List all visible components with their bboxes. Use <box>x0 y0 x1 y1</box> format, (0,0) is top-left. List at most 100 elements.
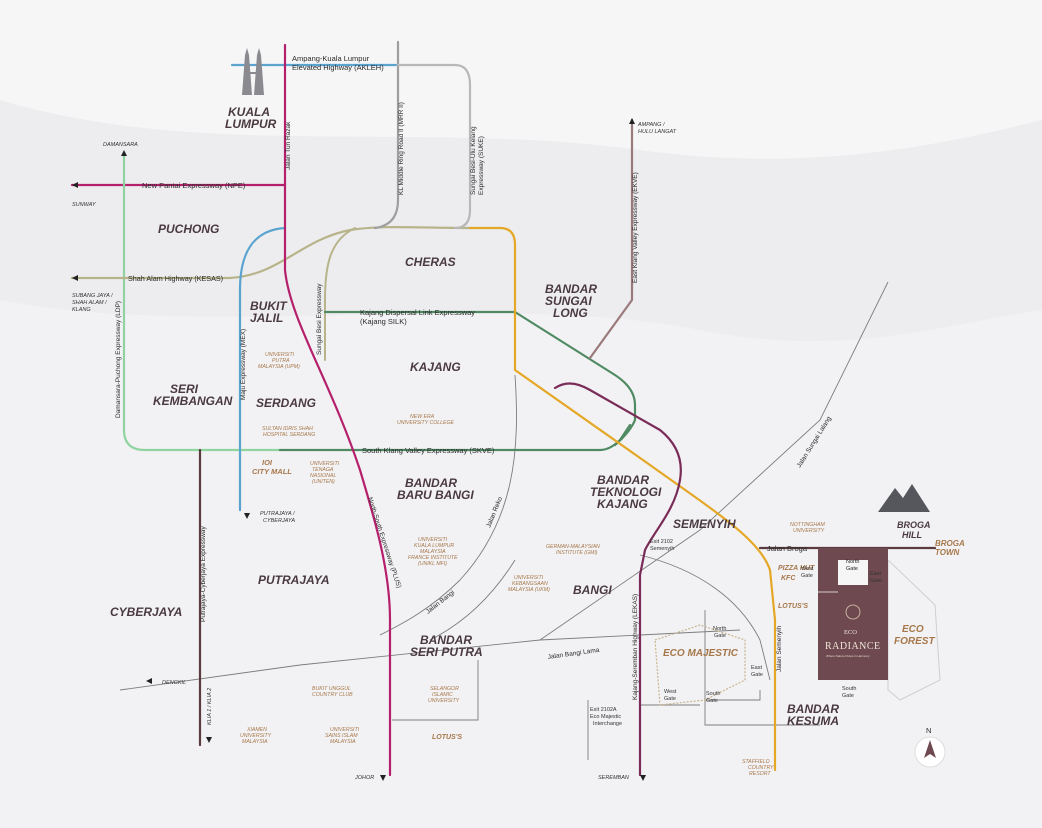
silk-line <box>323 310 637 447</box>
dir-subang-l2: SHAH ALAM / <box>72 300 107 306</box>
eco-majestic-boundary <box>654 624 746 706</box>
label-ldp: Damansara-Puchong Expressway (LDP) <box>115 301 122 418</box>
er-west-gate-l2: Gate <box>801 573 813 579</box>
poi-new-era-l2: UNIVERSITY COLLEGE <box>397 420 455 426</box>
er-east-gate-l1: East <box>870 571 881 577</box>
mex-line <box>238 226 287 512</box>
em-west-gate-l1: West <box>664 689 677 695</box>
poi-selangor-islamic-l3: UNIVERSITY <box>428 698 460 704</box>
area-bandar-teknologi-kajang-l2: TEKNOLOGI <box>590 485 662 499</box>
em-north-gate-l2: Gate <box>714 633 726 639</box>
poi-uniten-l3: NASIONAL <box>310 473 336 479</box>
em-south-gate-l1: South <box>706 691 720 697</box>
plus-line <box>283 43 392 777</box>
staffield-road <box>705 690 761 701</box>
dir-ampang-l1: AMPANG / <box>637 122 665 128</box>
exit-2102-l2: Semenyih <box>650 546 674 552</box>
poi-unikl-l1: UNIVERSITI <box>418 537 448 543</box>
poi-ukm-l2: KEBANGSAAN <box>512 581 548 587</box>
area-eco-majestic: ECO MAJESTIC <box>663 648 739 659</box>
ldp-line <box>122 153 282 452</box>
label-skve: South Klang Valley Expressway (SKVE) <box>362 446 495 455</box>
dir-putrajaya-l1: PUTRAJAYA / <box>260 511 295 517</box>
poi-unikl-l2: KUALA LUMPUR <box>414 543 454 549</box>
eco-radiance-block[interactable] <box>818 548 888 680</box>
eco-radiance-tagline: Where Nature Flows in Harmony <box>826 654 870 658</box>
area-kuala-lumpur-l2: LUMPUR <box>225 117 277 131</box>
dir-johor: JOHOR <box>354 775 374 781</box>
mountains-icon <box>878 484 930 512</box>
exit-2102a-l1: Exit 2102A <box>590 707 617 713</box>
er-south-gate-l2: Gate <box>842 693 854 699</box>
area-putrajaya: PUTRAJAYA <box>258 573 330 587</box>
exit-2102-l1: Exit 2102 <box>650 539 673 545</box>
area-bandar-sungai-long-l3: LONG <box>553 306 588 320</box>
label-kesas: Shah Alam Highway (KESAS) <box>128 274 223 283</box>
area-broga-hill-l2: HILL <box>902 530 922 540</box>
poi-hospital-l1: SULTAN IDRIS SHAH <box>262 426 313 432</box>
er-north-gate-l2: Gate <box>846 566 858 572</box>
compass-label: N <box>926 726 931 735</box>
area-eco-forest-l2: FOREST <box>894 636 935 647</box>
kajang-ring-line <box>468 226 777 772</box>
poi-gmi-l2: INSTITUTE (GMI) <box>556 550 598 556</box>
area-bukit-jalil-l1: BUKIT <box>250 299 288 313</box>
poi-upm-l3: MALAYSIA (UPM) <box>258 364 300 370</box>
er-west-gate-l1: West <box>801 566 814 572</box>
area-bandar-teknologi-kajang-l1: BANDAR <box>597 473 649 487</box>
seri-putra-road <box>392 660 479 721</box>
poi-unikl-l3: MALAYSIA <box>420 549 446 555</box>
poi-uniten-l4: (UNITEN) <box>312 479 335 485</box>
poi-usim-l1: UNIVERSITI <box>330 727 360 733</box>
poi-pizza-hut: PIZZA HUT <box>778 565 815 572</box>
poi-xiamen-l1: XIAMEN <box>246 727 267 733</box>
er-south-gate-l1: South <box>842 686 856 692</box>
em-south-gate-l2: Gate <box>706 698 718 704</box>
eco-radiance-emblem-icon <box>845 604 861 620</box>
em-west-gate-l2: Gate <box>664 696 676 702</box>
sungai-besi-line <box>324 227 356 361</box>
label-suke-l2: Expressway (SUKE) <box>478 136 485 195</box>
poi-xiamen-l2: UNIVERSITY <box>240 733 272 739</box>
lekas-line <box>553 382 682 777</box>
area-bandar-teknologi-kajang-l3: KAJANG <box>597 497 648 511</box>
poi-xiamen-l3: MALAYSIA <box>242 739 268 745</box>
semenyih-local-road <box>639 554 771 681</box>
poi-unikl-l4: FRANCE INSTITUTE <box>408 555 458 561</box>
area-cheras: CHERAS <box>405 255 456 269</box>
area-puchong: PUCHONG <box>158 222 219 236</box>
area-seri-kembangan-l2: KEMBANGAN <box>153 394 233 408</box>
highways <box>70 40 937 777</box>
area-bandar-kesuma-l1: BANDAR <box>787 702 839 716</box>
area-bandar-seri-putra-l1: BANDAR <box>420 633 472 647</box>
poi-hospital-l2: HOSPITAL SERDANG <box>263 432 315 438</box>
poi-gmi-l1: GERMAN-MALAYSIAN <box>546 544 600 550</box>
eco-majestic-access-road <box>704 610 820 726</box>
poi-upm-l2: PUTRA <box>272 358 290 364</box>
label-jalan-semenyih: Jalan Semenyih <box>776 625 783 672</box>
direction-arrows <box>72 118 646 781</box>
label-mrr2: KL Middle Ring Road II (MRR II) <box>398 102 405 195</box>
area-broga-town-l1: BROGA <box>935 539 965 548</box>
label-lekas: Kajang-Seremban Highway (LEKAS) <box>632 594 639 700</box>
dir-subang-l1: SUBANG JAYA / <box>72 293 113 299</box>
er-east-gate-l2: Gate <box>870 578 882 584</box>
poi-ioi-l1: IOI <box>262 458 273 467</box>
jalan-reko-road <box>379 374 517 636</box>
exit-2102a-l3: Interchange <box>593 721 622 727</box>
area-kajang: KAJANG <box>410 360 461 374</box>
dir-putrajaya-l2: CYBERJAYA <box>263 518 295 524</box>
area-semenyih: SEMENYIH <box>673 517 736 531</box>
eco-radiance-logo-l1: ECO <box>844 629 857 636</box>
area-broga-hill-l1: BROGA <box>897 520 931 530</box>
poi-usim-l3: MALAYSIA <box>330 739 356 745</box>
dir-ampang-l2: HULU LANGAT <box>638 129 677 135</box>
dir-damansara: DAMANSARA <box>103 142 138 148</box>
poi-upm-l1: UNIVERSITI <box>265 352 295 358</box>
poi-lotus-seri-putra: LOTUS'S <box>432 734 462 741</box>
area-eco-forest-l1: ECO <box>902 624 924 635</box>
poi-new-era-l1: NEW ERA <box>410 414 435 420</box>
label-sungai-besi: Sungai Besi Expressway <box>316 283 323 355</box>
area-broga-town-l2: TOWN <box>935 548 960 557</box>
poi-selangor-islamic-l1: SELANGOR <box>430 686 459 692</box>
